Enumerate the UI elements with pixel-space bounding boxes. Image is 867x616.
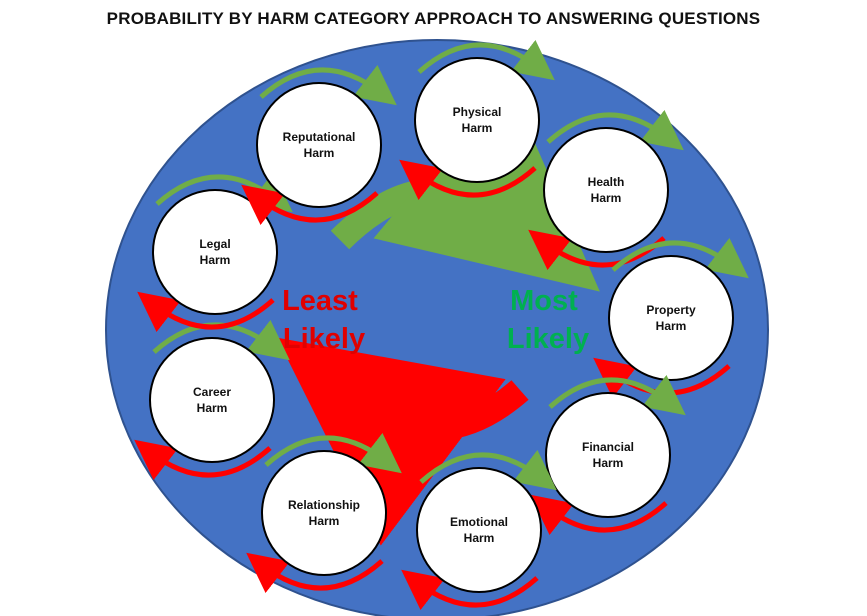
harm-label-type: Health — [588, 175, 625, 189]
harm-label-type: Relationship — [288, 498, 360, 512]
red-cycle-arrow — [276, 337, 529, 546]
harm-label-type: Emotional — [450, 515, 508, 529]
green-loop-arrow — [548, 374, 686, 416]
harm-label-type: Career — [193, 385, 231, 399]
diagram-title: PROBABILITY BY HARM CATEGORY APPROACH TO… — [106, 9, 761, 28]
red-loop-arrow — [241, 184, 379, 226]
harm-circle — [414, 57, 540, 183]
harm-label-word: Harm — [309, 514, 340, 528]
red-loop-arrow — [134, 439, 272, 481]
harm-label-word: Harm — [464, 531, 495, 545]
harm-label-word: Harm — [197, 401, 228, 415]
most-likely-label: Most Likely — [507, 285, 589, 355]
harm-circle — [545, 392, 671, 518]
harm-label-word: Harm — [591, 191, 622, 205]
green-loop-arrow — [546, 109, 684, 151]
harm-label-type: Property — [646, 303, 696, 317]
likely-word: Likely — [283, 323, 365, 355]
harm-label-word: Harm — [656, 319, 687, 333]
green-loop-arrow — [611, 237, 749, 279]
harm-label-word: Harm — [593, 456, 624, 470]
harm-label-word: Harm — [304, 146, 335, 160]
red-loop-arrow — [530, 494, 668, 536]
harm-label-type: Physical — [453, 105, 502, 119]
harm-circle — [261, 450, 387, 576]
harm-label-word: Harm — [200, 253, 231, 267]
green-loop-arrow — [259, 64, 397, 106]
likely-word: Likely — [507, 323, 589, 355]
harm-label-type: Reputational — [283, 130, 356, 144]
red-loop-arrow — [401, 569, 539, 611]
least-likely-label: Least Likely — [282, 285, 366, 355]
red-loop-arrow — [246, 552, 384, 594]
green-loop-arrow — [417, 39, 555, 81]
most-word: Most — [510, 285, 578, 317]
harm-label-type: Financial — [582, 440, 634, 454]
harm-circle — [608, 255, 734, 381]
harm-circle — [152, 189, 278, 315]
harm-circle — [543, 127, 669, 253]
red-loop-arrow — [399, 159, 537, 201]
red-loop-arrow — [137, 291, 275, 333]
least-word: Least — [282, 285, 358, 317]
harm-circle — [149, 337, 275, 463]
harm-circle — [416, 467, 542, 593]
harm-label-type: Legal — [199, 237, 230, 251]
green-loop-arrow — [264, 432, 402, 474]
harm-label-word: Harm — [462, 121, 493, 135]
green-loop-arrow — [419, 449, 557, 491]
harm-circle — [256, 82, 382, 208]
